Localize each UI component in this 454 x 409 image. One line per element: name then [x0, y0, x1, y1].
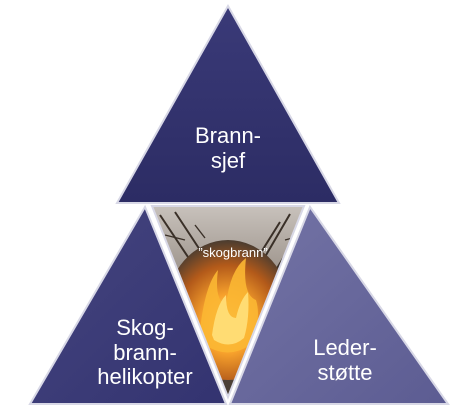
top-triangle [115, 3, 341, 204]
left-triangle [28, 204, 228, 405]
right-role-label: Leder- støtte [313, 335, 377, 385]
right-triangle [228, 204, 450, 405]
center-triangle-border [150, 205, 306, 400]
top-role-label: Brann- sjef [194, 123, 262, 173]
left-role-label: Skog- brann- helikopter [97, 315, 193, 390]
center-label: ”skogbrann” [198, 245, 268, 260]
